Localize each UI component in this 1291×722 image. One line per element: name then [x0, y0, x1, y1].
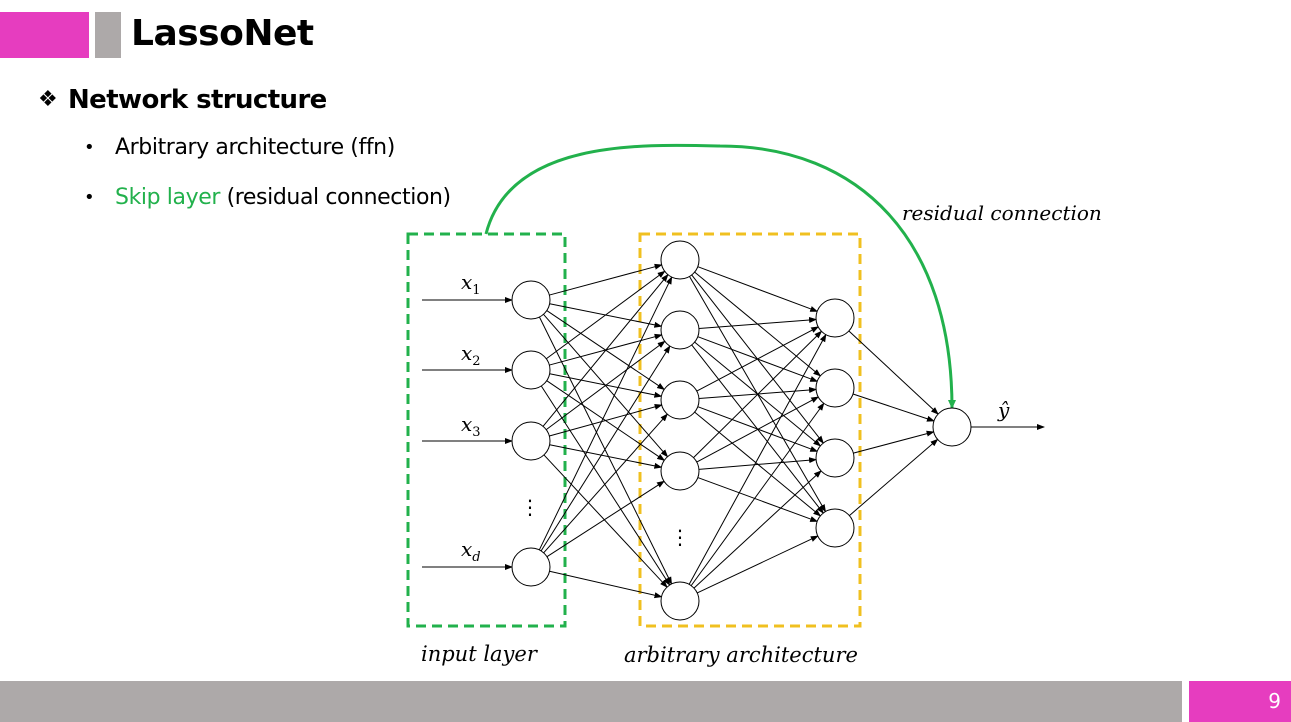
title-accent-bar	[0, 12, 89, 58]
hidden1-node	[660, 380, 700, 420]
bullet-item-2: • Skip layer (residual connection)	[84, 183, 451, 213]
edge-hidden1-to-hidden2	[696, 396, 820, 463]
hidden1-node	[660, 451, 700, 491]
edge-hidden1-to-hidden2	[688, 333, 827, 585]
edge-hidden1-to-hidden2	[697, 266, 819, 312]
hidden2-node	[815, 438, 855, 478]
edge-input-to-hidden1	[543, 413, 669, 554]
network-labels: x1 x2 x3 xd ⋮ ⋮ ŷ input layer arbitrary …	[421, 201, 1102, 667]
output-node	[932, 407, 972, 447]
hidden-ellipsis: ⋮	[670, 525, 690, 549]
section-heading: Network structure	[68, 85, 327, 115]
input-node	[511, 350, 551, 390]
residual-connection-arrow	[484, 143, 956, 409]
input-node	[511, 421, 551, 461]
edge-hidden2-to-output	[849, 438, 939, 516]
four-diamond-bullet-icon: ❖	[38, 87, 58, 112]
edge-input-to-hidden1	[549, 404, 663, 437]
edge-hidden1-to-hidden2	[697, 477, 819, 522]
edge-hidden1-to-hidden2	[693, 330, 823, 459]
edge-input-to-hidden1	[540, 345, 671, 552]
input-node	[511, 547, 551, 587]
input-ellipsis: ⋮	[520, 495, 540, 519]
input-label-x1: x1	[461, 270, 481, 298]
hidden1-node	[660, 581, 700, 621]
edge-input-to-hidden1	[546, 480, 665, 558]
edge-hidden1-to-hidden2	[698, 457, 818, 470]
bullet-item-1: • Arbitrary architecture (ffn)	[84, 133, 395, 163]
skip-layer-rest: (residual connection)	[219, 185, 452, 210]
edge-hidden2-to-output	[853, 430, 935, 454]
slide-title: LassoNet	[131, 13, 314, 54]
edge-input-to-hidden1	[543, 454, 668, 588]
arbitrary-architecture-box	[638, 232, 862, 628]
edge-input-to-hidden1	[538, 316, 673, 585]
arbitrary-architecture-label: arbitrary architecture	[624, 643, 858, 667]
input-layer-box	[406, 232, 567, 628]
edge-input-to-hidden1	[545, 270, 666, 360]
network-nodes	[511, 240, 972, 621]
edge-input-to-hidden1	[538, 276, 673, 551]
hidden2-node	[815, 508, 855, 548]
page-number: 9	[1189, 681, 1291, 722]
input-node	[511, 280, 551, 320]
title-gray-bar	[95, 12, 121, 58]
edge-hidden1-to-hidden2	[693, 470, 822, 589]
section-heading-row: ❖ Network structure	[38, 83, 327, 117]
input-label-x3: x3	[461, 412, 481, 440]
edge-input-to-hidden1	[542, 273, 669, 427]
edge-hidden2-to-output	[852, 393, 935, 422]
output-label-yhat: ŷ	[997, 398, 1010, 422]
edge-input-to-hidden1	[549, 570, 663, 599]
bullet-dot-icon: •	[84, 137, 95, 158]
footer-bar	[0, 681, 1182, 722]
bullet-dot-icon: •	[84, 187, 95, 208]
hidden2-node	[815, 298, 855, 338]
skip-layer-highlight: Skip layer	[115, 185, 220, 210]
edge-input-to-hidden1	[545, 340, 666, 431]
edge-hidden1-to-hidden2	[698, 317, 818, 330]
edge-input-to-hidden1	[540, 385, 671, 586]
edge-hidden1-to-hidden2	[690, 402, 825, 586]
edge-hidden1-to-hidden2	[696, 326, 820, 392]
residual-connection-label: residual connection	[902, 201, 1102, 225]
input-label-x2: x2	[461, 341, 481, 369]
network-edges	[406, 143, 1045, 628]
hidden1-node	[660, 310, 700, 350]
input-layer-label: input layer	[421, 642, 539, 666]
hidden1-node	[660, 240, 700, 280]
edge-hidden2-to-output	[848, 330, 939, 415]
edge-input-to-hidden1	[549, 444, 663, 469]
hidden2-node	[815, 368, 855, 408]
input-label-xd: xd	[461, 537, 481, 565]
edge-hidden1-to-hidden2	[696, 535, 819, 594]
edge-input-to-hidden1	[549, 263, 663, 296]
bullet-text-1: Arbitrary architecture (ffn)	[115, 135, 395, 160]
bullet-text-2: Skip layer (residual connection)	[115, 183, 451, 213]
